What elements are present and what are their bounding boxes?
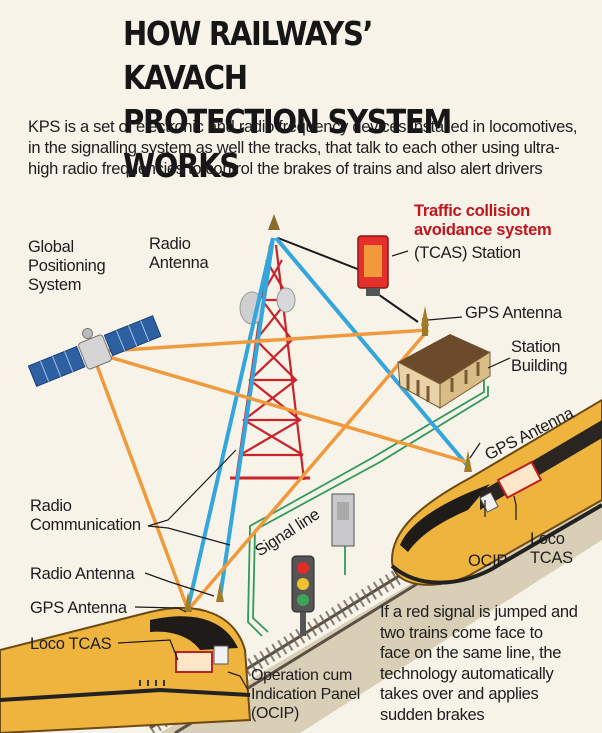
label-gps-antenna-station: GPS Antenna bbox=[465, 304, 562, 322]
label-line: (OCIP) bbox=[251, 705, 299, 722]
title-line: PROTECTION SYSTEM WORKS bbox=[123, 102, 452, 185]
label-tcas-station: (TCAS) Station bbox=[414, 244, 521, 262]
label-line: System bbox=[28, 276, 82, 295]
label-line: Antenna bbox=[149, 254, 209, 273]
label-line: Radio bbox=[149, 235, 191, 253]
note-line: face on the same line, the bbox=[380, 644, 562, 662]
dish-antenna bbox=[276, 287, 296, 313]
label-radio-antenna-tower: Radio Antenna bbox=[149, 235, 209, 273]
train-right bbox=[390, 398, 602, 586]
note-line: two trains come face to bbox=[380, 623, 543, 642]
leader-lines bbox=[117, 250, 517, 691]
station-gps-antenna bbox=[421, 306, 429, 326]
note-line: sudden brakes bbox=[380, 705, 485, 724]
label-radio-communication: Radio Communication bbox=[30, 497, 141, 535]
label-tcas-title: Traffic collision avoidance system bbox=[414, 202, 552, 240]
signal-line-wires bbox=[247, 380, 489, 637]
tower-antenna-tip bbox=[268, 214, 280, 230]
label-line: Global bbox=[28, 238, 74, 256]
label-line: Operation cum bbox=[251, 667, 353, 684]
label-line: Positioning bbox=[28, 257, 106, 276]
label-line: Radio bbox=[30, 497, 72, 515]
label-red-signal-note: If a red signal is jumped and two trains… bbox=[380, 602, 578, 725]
right-train-gps-antenna bbox=[464, 450, 472, 472]
label-station-building: Station Building bbox=[511, 338, 568, 376]
train-left bbox=[0, 606, 252, 733]
label-line: Loco bbox=[530, 530, 565, 548]
left-train-gps-antenna bbox=[184, 592, 192, 612]
radio-links bbox=[186, 236, 469, 609]
gps-satellite bbox=[27, 315, 162, 388]
label-ocip-right: OCIP bbox=[468, 552, 508, 570]
note-line: If a red signal is jumped and bbox=[380, 603, 578, 621]
label-gps-antenna-left: GPS Antenna bbox=[30, 599, 127, 617]
traffic-signal bbox=[291, 555, 315, 636]
label-line: Building bbox=[511, 357, 568, 376]
note-line: technology automatically bbox=[380, 664, 554, 683]
note-line: takes over and applies bbox=[380, 685, 539, 703]
label-line: Traffic collision bbox=[414, 202, 530, 220]
label-gps-system: Global Positioning System bbox=[28, 238, 106, 295]
label-ocip-panel: Operation cum Indication Panel (OCIP) bbox=[251, 666, 360, 723]
label-line: TCAS bbox=[530, 549, 573, 568]
intro-text: KPS is a set of electronic and radio fre… bbox=[28, 118, 578, 178]
label-line: avoidance system bbox=[414, 221, 552, 240]
tcas-station-unit bbox=[357, 235, 389, 296]
label-radio-antenna-left: Radio Antenna bbox=[30, 565, 135, 583]
label-loco-tcas-right: Loco TCAS bbox=[530, 530, 573, 568]
left-train-radio-antenna bbox=[216, 582, 224, 602]
label-loco-tcas-left: Loco TCAS bbox=[30, 635, 112, 653]
label-line: Indication Panel bbox=[251, 686, 361, 703]
gps-links bbox=[90, 328, 468, 612]
station-building-illustration bbox=[397, 318, 491, 409]
page-title: HOW RAILWAYS’ KAVACH PROTECTION SYSTEM W… bbox=[123, 12, 493, 188]
title-line: HOW RAILWAYS’ KAVACH bbox=[123, 14, 374, 97]
tower-tcas-link bbox=[277, 237, 361, 271]
trackside-cabinet bbox=[331, 493, 355, 547]
label-line: Communication bbox=[30, 516, 141, 535]
label-line: Station bbox=[511, 338, 561, 356]
